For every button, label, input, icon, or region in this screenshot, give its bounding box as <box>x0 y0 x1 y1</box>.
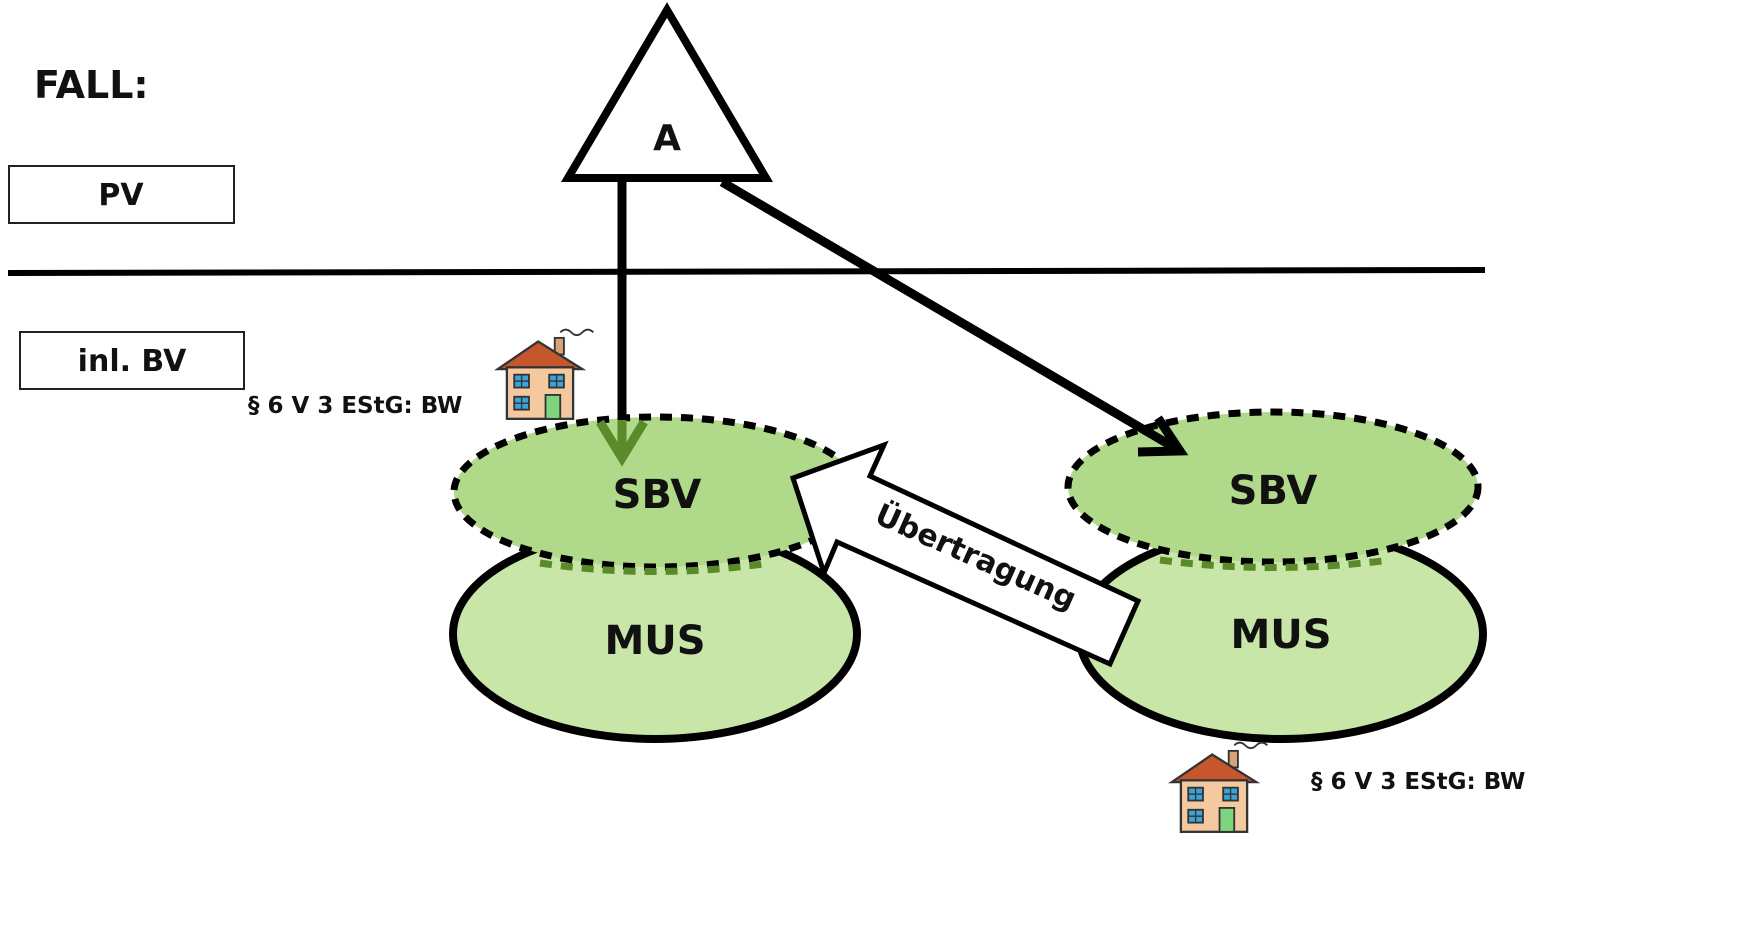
inl-bv-box: inl. BV <box>19 331 245 390</box>
right-group <box>1064 408 1487 743</box>
mus-left-label: MUS <box>604 618 705 664</box>
left-group <box>449 413 864 743</box>
arrow-a-to-right-sbv <box>719 178 1189 457</box>
triangle-a: A <box>561 2 773 182</box>
arrow-a-to-left-sbv <box>596 178 648 467</box>
sbv-left-overlap-edge <box>539 559 771 575</box>
pv-label: PV <box>98 178 144 213</box>
arrow-a-right-head <box>1137 415 1189 457</box>
sbv-left-label: SBV <box>613 472 702 518</box>
note-left: § 6 V 3 EStG: BW <box>248 393 462 419</box>
sbv-right-label: SBV <box>1229 468 1318 514</box>
inl-bv-label: inl. BV <box>78 344 187 379</box>
house-icon-left <box>496 328 595 420</box>
arrow-a-left-head <box>596 419 648 467</box>
sbv-right-overlap-edge <box>1159 556 1391 571</box>
divider-line <box>7 267 1486 276</box>
pv-box: PV <box>8 165 235 224</box>
note-right: § 6 V 3 EStG: BW <box>1311 769 1525 795</box>
house-icon-right <box>1170 741 1269 833</box>
triangle-label: A <box>653 118 681 159</box>
title-text: FALL: <box>34 63 149 107</box>
mus-right-label: MUS <box>1230 612 1331 658</box>
